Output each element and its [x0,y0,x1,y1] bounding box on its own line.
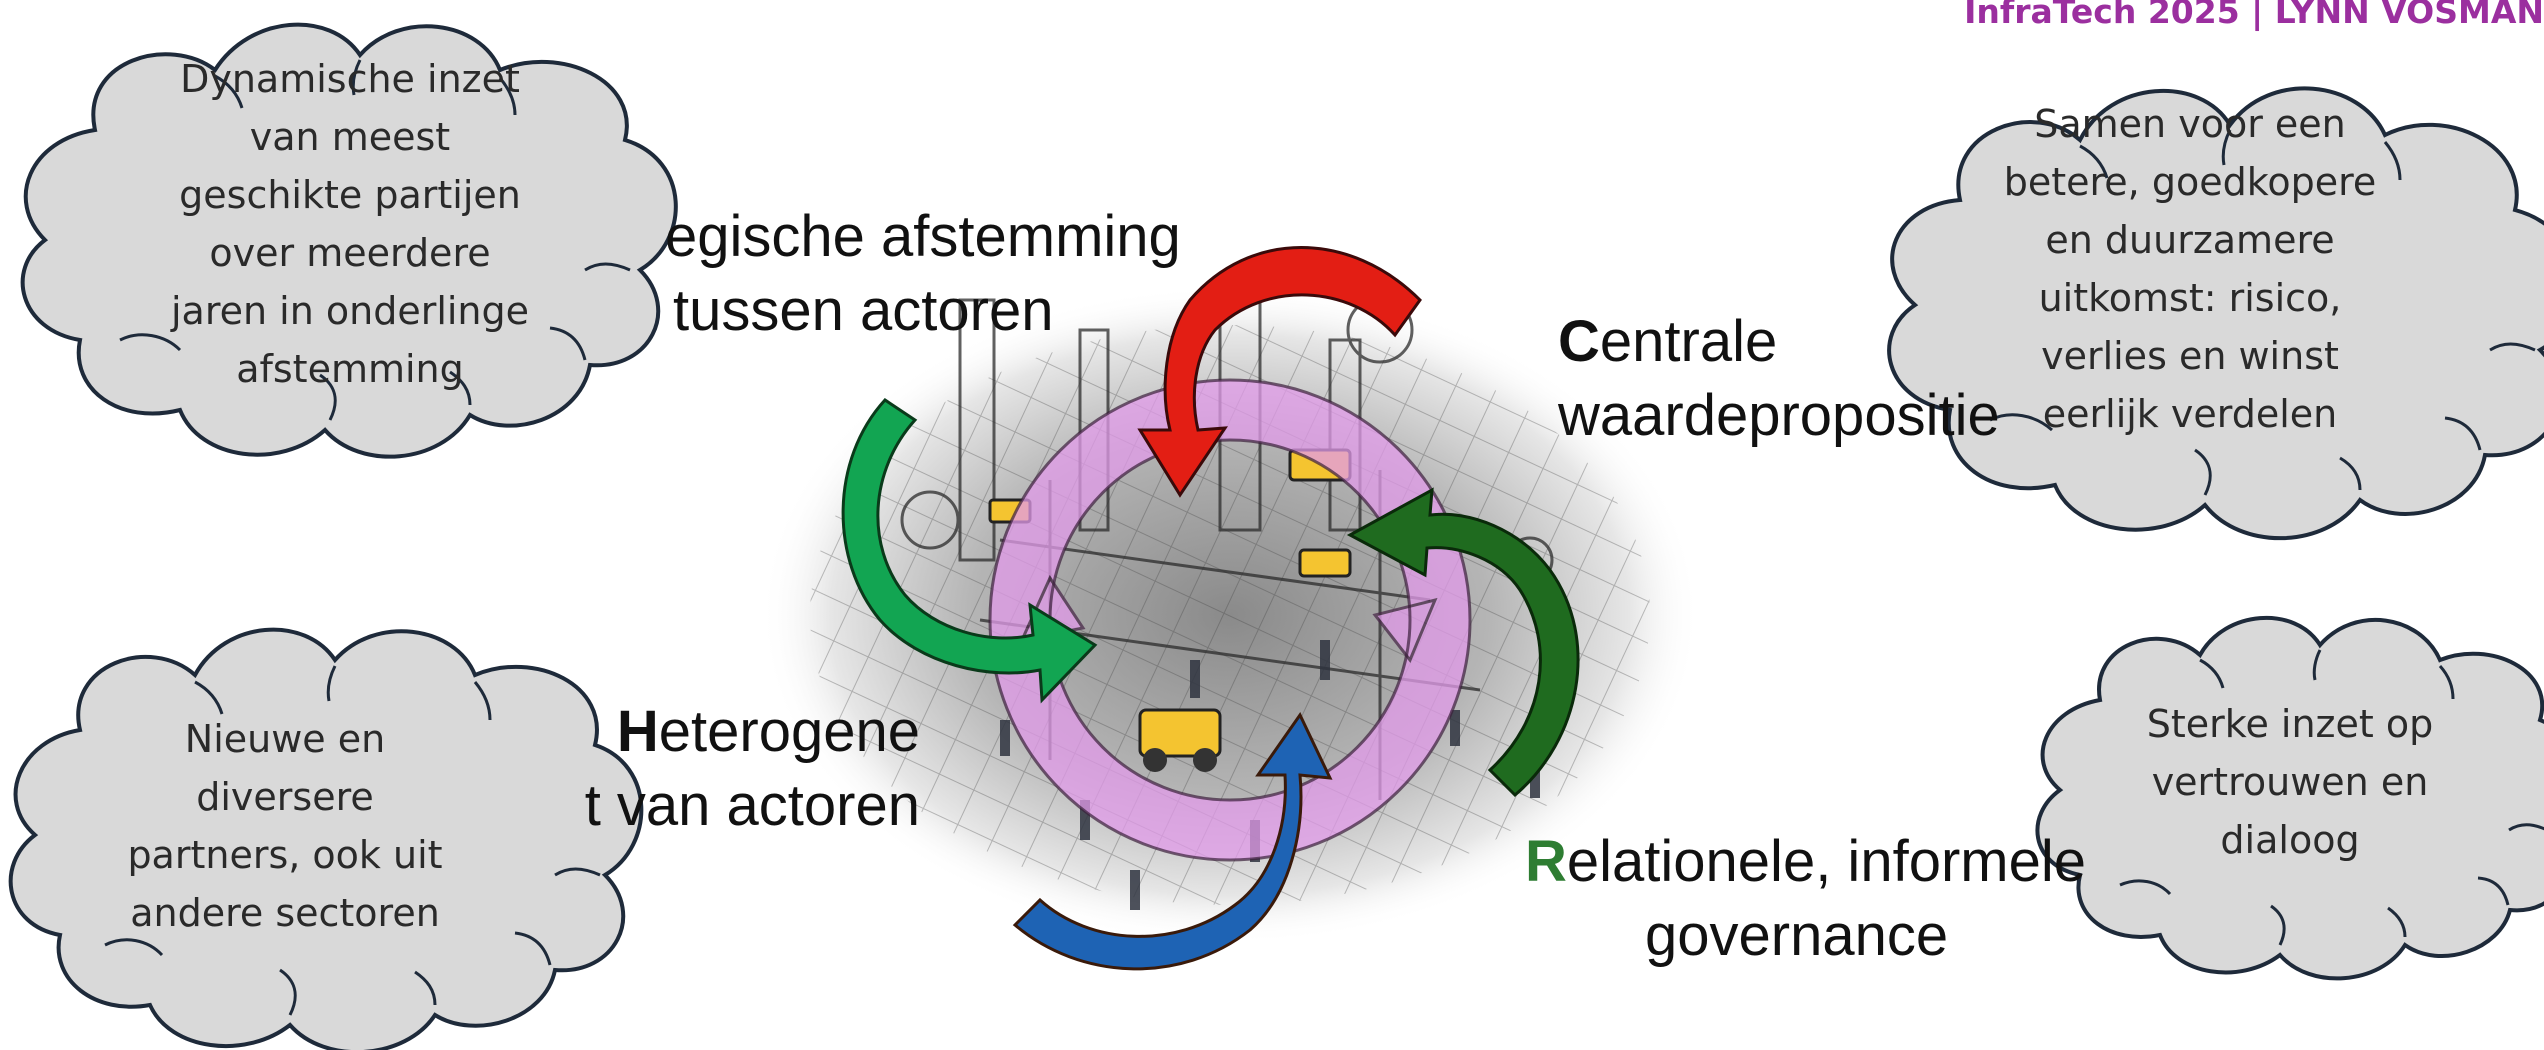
label-hetero-rest: eterogene [658,699,920,764]
cloud-line: Sterke inzet op [2146,702,2434,746]
label-hetero-initial: H [616,699,659,764]
label-relational-line2: governance [1645,903,1949,968]
label-hetero-line2: t van actoren [584,773,920,838]
cloud-line: geschikte partijen [179,173,521,217]
cloud-text-top-right: Samen voor een betere, goedkopere en duu… [1930,95,2450,443]
cloud-line: Nieuwe en [184,717,386,761]
label-strategic: egische afstemming tussen actoren [665,200,1181,348]
label-central-initial: C [1558,309,1600,374]
cloud-line: Dynamische inzet [180,57,520,101]
label-central-line1: Centrale [1558,305,2000,379]
cloud-text-bottom-right: Sterke inzet op vertrouwen en dialoog [2075,695,2505,869]
cloud-line: jaren in onderlinge [170,289,530,333]
label-central-rest: entrale [1599,309,1778,374]
arrow-red [1137,246,1422,498]
label-relational-line1: Relationele, informele [1525,825,2086,899]
cloud-line: afstemming [236,347,464,391]
cloud-line: van meest [249,115,451,159]
arrow-green-dark [1346,487,1580,798]
cloud-line: diversere [196,775,374,819]
cloud-line: vertrouwen en [2151,760,2429,804]
cloud-line: dialoog [2220,818,2360,862]
label-relational-rest: elationele, informele [1566,829,2086,894]
construction-site-illustration [760,285,1700,945]
cloud-bottom-left [8,627,644,1050]
arrow-blue [1012,712,1333,971]
cloud-line: en duurzamere [2045,218,2335,262]
label-relational: Relationele, informele governance [1525,825,2086,973]
cloud-line: betere, goedkopere [2003,160,2377,204]
cloud-line: eerlijk verdelen [2042,392,2338,436]
label-hetero-line1: Heterogene [560,695,920,769]
cloud-text-bottom-left: Nieuwe en diversere partners, ook uit an… [35,710,535,942]
cloud-top-left [20,22,678,459]
label-central: Centrale waardepropositie [1558,305,2000,453]
label-hetero: Heterogene t van actoren [560,695,920,843]
label-strategic-line1: egische afstemming [665,204,1181,269]
cycle-ring [990,380,1470,860]
header-title: InfraTech 2025 | LYNN VOSMAN [1964,0,2544,31]
label-relational-initial: R [1525,829,1567,894]
cloud-text-top-left: Dynamische inzet van meest geschikte par… [80,50,620,398]
cloud-line: verlies en winst [2041,334,2339,378]
cloud-line: uitkomst: risico, [2038,276,2342,320]
cloud-line: over meerdere [209,231,491,275]
cloud-top-right [1887,86,2544,541]
cloud-line: Samen voor een [2034,102,2346,146]
cloud-line: partners, ook uit [127,833,443,877]
label-strategic-line2: tussen actoren [673,278,1054,343]
arrow-green-light [841,398,1098,704]
label-central-line2: waardepropositie [1558,383,2000,448]
cloud-line: andere sectoren [130,891,440,935]
cloud-bottom-right [2035,615,2544,981]
